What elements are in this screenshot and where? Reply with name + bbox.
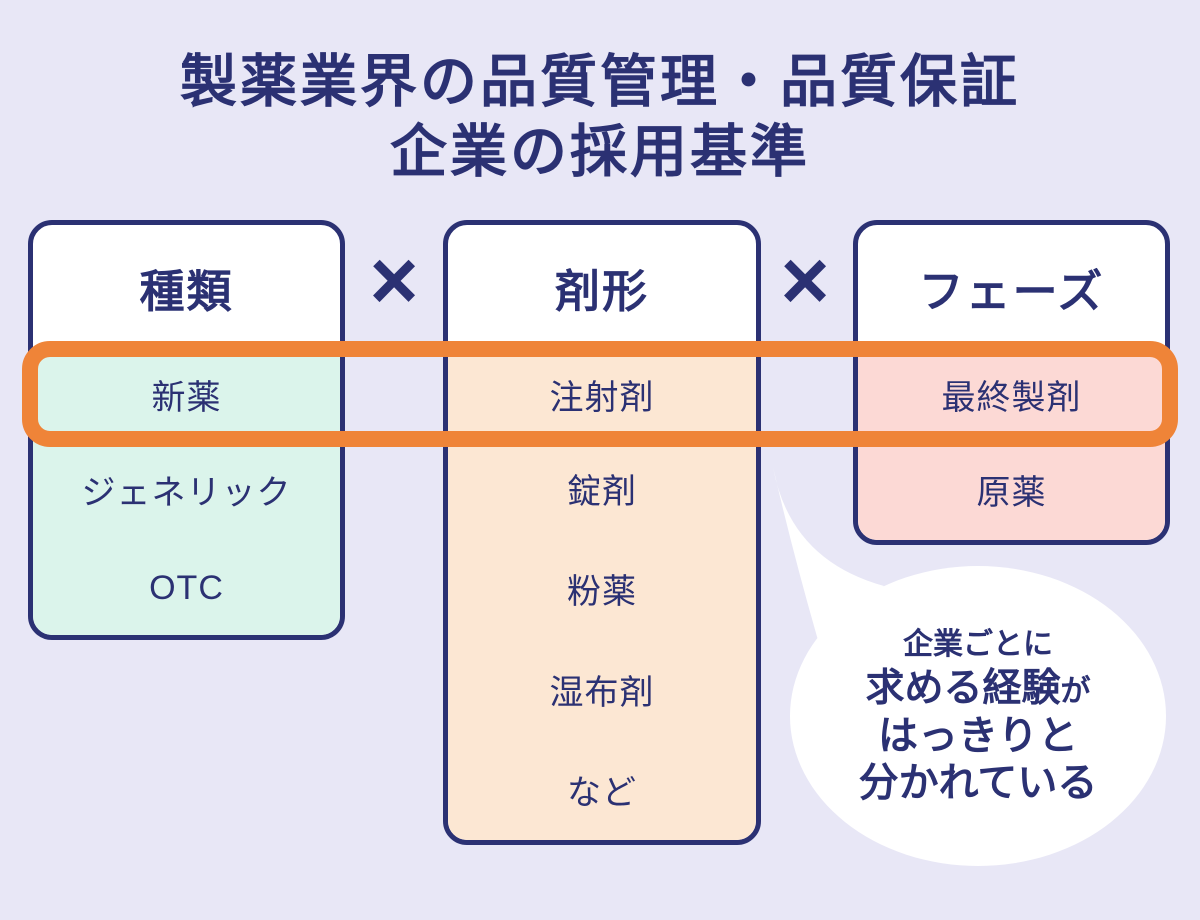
- matrix-cell: など: [567, 774, 637, 813]
- matrix-cell: 原薬: [976, 473, 1047, 512]
- matrix-cell: 新薬: [151, 378, 222, 417]
- speech-bubble-line-suffix: が: [1060, 675, 1091, 708]
- matrix-cell: 錠剤: [567, 472, 637, 511]
- column-body-kind: 新薬 ジェネリック OTC: [33, 350, 340, 635]
- matrix-cell: 粉薬: [567, 573, 637, 612]
- page-title: 製薬業界の品質管理・品質保証 企業の採用基準: [0, 48, 1200, 187]
- page-title-line-1: 製薬業界の品質管理・品質保証: [180, 50, 1020, 114]
- column-body-dosage-form: 注射剤 錠剤 粉薬 湿布剤 など: [448, 350, 756, 840]
- multiply-icon: ×: [780, 233, 830, 327]
- column-header-kind: 種類: [139, 266, 234, 317]
- speech-bubble-line: はっきりと: [878, 713, 1078, 758]
- matrix-cell: ジェネリック: [81, 474, 292, 513]
- speech-bubble-line-main: 求める経験: [865, 667, 1061, 710]
- speech-bubble-line: 分かれている: [858, 760, 1098, 805]
- multiply-icon: ×: [369, 233, 419, 327]
- speech-bubble-text: 企業ごとに 求める経験が はっきりと 分かれている: [790, 624, 1166, 807]
- speech-bubble-line: 企業ごとに: [903, 628, 1053, 661]
- speech-bubble-line: 求める経験が: [790, 666, 1166, 713]
- matrix-cell: 注射剤: [549, 378, 655, 417]
- speech-bubble-body: [790, 566, 1166, 866]
- speech-bubble: [773, 467, 1166, 866]
- column-header-dosage-form: 剤形: [554, 266, 649, 317]
- column-header-phase: フェーズ: [918, 266, 1105, 317]
- matrix-cell: 湿布剤: [549, 673, 655, 712]
- column-card-kind: 種類 新薬 ジェネリック OTC: [28, 220, 345, 640]
- column-card-dosage-form: 剤形 注射剤 錠剤 粉薬 湿布剤 など: [443, 220, 761, 845]
- page-title-line-2: 企業の採用基準: [390, 119, 810, 184]
- matrix-cell: OTC: [149, 568, 224, 607]
- matrix-cell: 最終製剤: [941, 378, 1082, 417]
